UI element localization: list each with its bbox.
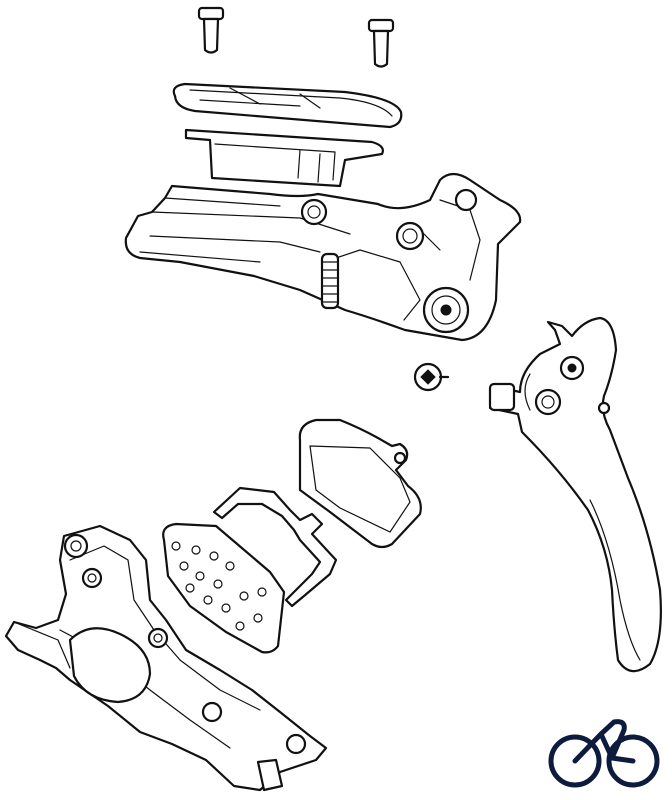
screw-left [197,6,225,54]
brake-caliper [4,524,328,792]
bicycle-logo-icon [548,719,660,788]
reservoir-cap [172,82,403,129]
master-cylinder-body [124,172,522,342]
screw-right [367,18,395,68]
torx-pivot-bolt [413,362,450,392]
brake-lever-blade [488,316,662,673]
pad-spring-clip [212,486,338,608]
pad-spacer-block [162,522,286,654]
brake-pad [298,418,422,549]
reservoir-bladder [184,128,384,188]
